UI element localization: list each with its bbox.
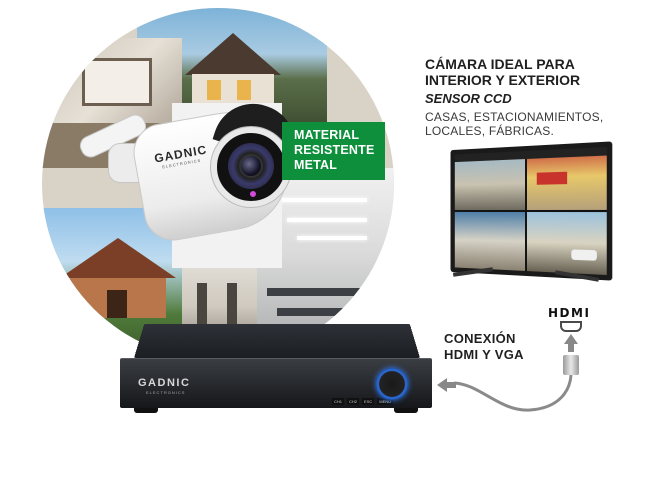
arrow-up-icon [564,334,578,344]
house-window [207,80,221,100]
power-button-icon [376,368,408,400]
connection-line-2: HDMI Y VGA [444,347,524,362]
locations-line-2: LOCALES, FÁBRICAS. [425,124,554,138]
dvr-foot [134,408,158,413]
headline: CÁMARA IDEAL PARA INTERIOR Y EXTERIOR [425,56,665,88]
tv-monitor [443,141,613,283]
hdmi-logo: HDMI [548,306,591,320]
ceiling-light [277,198,367,202]
cable-path [453,374,573,412]
office-desk [267,288,377,296]
badge-line-1: MATERIAL [294,128,360,142]
house-roof [185,33,281,75]
photo-collage [42,8,394,360]
hdmi-cable [453,374,573,412]
ceiling-light [297,236,367,240]
material-badge: MATERIAL RESISTENTE METAL [282,122,385,180]
hdmi-connector-icon [563,355,579,375]
dvr-top-panel [134,323,420,358]
hdmi-plug-icon [560,321,582,332]
arrow-left-icon [437,378,447,392]
badge-line-3: METAL [294,158,338,172]
dvr-brand: GADNIC [138,377,191,389]
interior-wall [82,58,152,106]
house-roof [60,238,176,278]
locations-text: CASAS, ESTACIONAMIENTOS, LOCALES, FÁBRIC… [425,110,665,138]
ceiling-light [287,218,367,222]
dvr-foot [394,408,418,413]
dvr-recorder: GADNIC ELECTRONICS CH1 CH2 ESC MENU [120,310,432,415]
dvr-indicator: CH2 [347,398,360,405]
camera-feed-3 [454,211,526,271]
headline-line-2: INTERIOR Y EXTERIOR [425,72,581,88]
camera-lens-icon [239,154,263,178]
dvr-indicator: CH1 [332,398,345,405]
badge-line-2: RESISTENTE [294,143,375,157]
house-facade [192,74,274,108]
house-window [237,80,251,100]
office-desk [277,308,377,316]
dvr-indicator: ESC [362,398,375,405]
arrow-up-stem [568,343,574,352]
locations-line-1: CASAS, ESTACIONAMIENTOS, [425,110,604,124]
clothing-rack [197,283,207,343]
house-door [107,290,127,318]
camera-feed-4 [526,212,607,276]
dvr-indicator-row: CH1 CH2 ESC MENU [332,398,394,405]
connection-label: CONEXIÓN HDMI Y VGA [444,331,524,363]
monitor-screen [454,146,607,276]
headline-line-1: CÁMARA IDEAL PARA [425,56,575,72]
clothing-rack [227,283,237,343]
sensor-label: SENSOR CCD [425,91,512,106]
parked-car [571,249,597,261]
status-led-icon [250,191,256,197]
connection-line-1: CONEXIÓN [444,331,516,346]
store-sign [536,171,568,185]
dvr-brand-sub: ELECTRONICS [146,390,186,395]
arrow-left-stem [446,382,456,388]
bullet-camera: GADNIC ELECTRONICS [76,93,308,246]
monitor-frame [450,141,613,281]
dvr-indicator: MENU [377,398,394,405]
